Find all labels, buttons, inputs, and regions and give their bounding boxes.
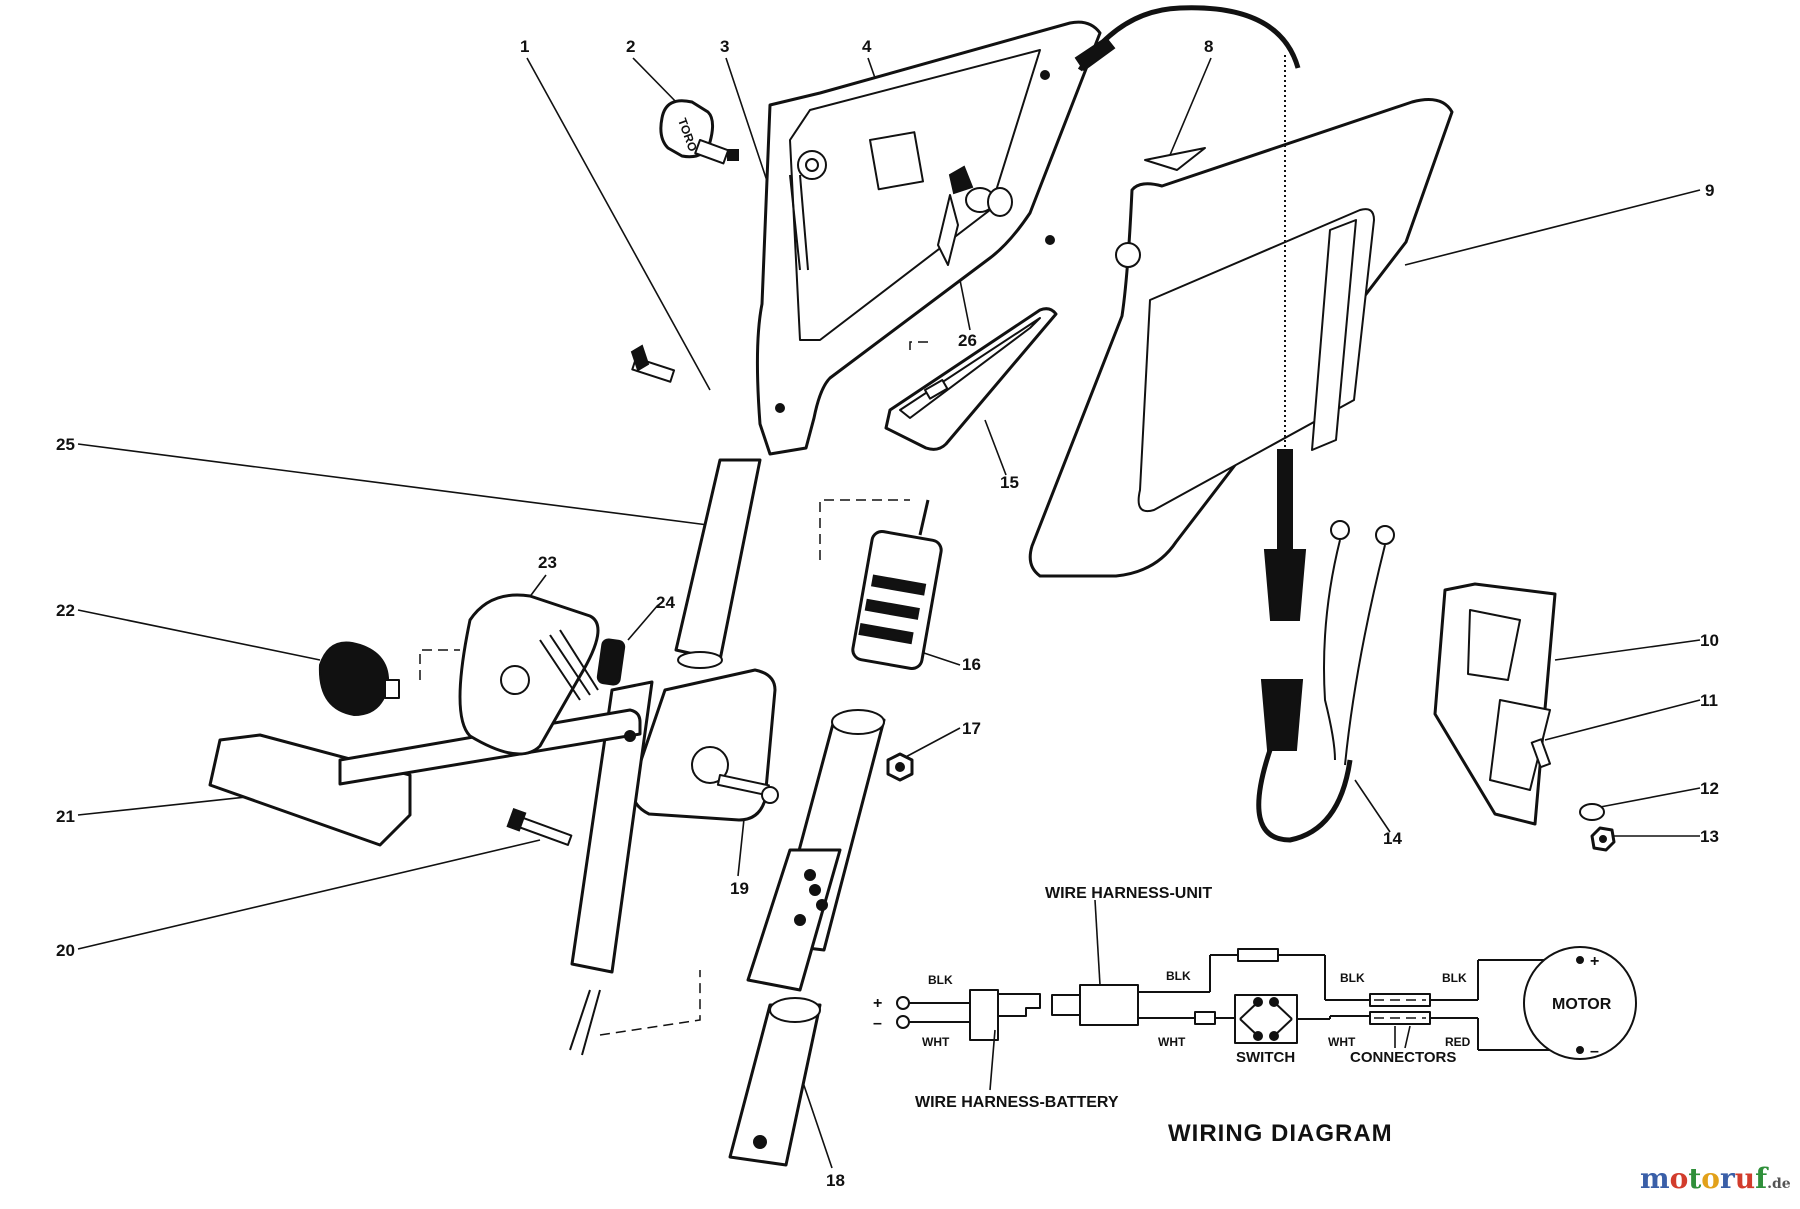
- clamp-block-part-19: [569, 668, 779, 1056]
- watermark-suffix: .de: [1767, 1176, 1791, 1192]
- watermark-letter-1: m: [1640, 1162, 1670, 1195]
- switch-blk-label: BLK: [1340, 971, 1365, 985]
- handle-cover-part-9: [1028, 98, 1454, 578]
- bolt-part-20: [506, 807, 573, 846]
- battery-cover-part-15: [884, 307, 1058, 451]
- callout-14: 14: [1383, 829, 1402, 848]
- callout-20: 20: [56, 941, 75, 960]
- unit-wht-label: WHT: [1158, 1035, 1186, 1049]
- callout-17: 17: [962, 719, 981, 738]
- watermark-letter-4: o: [1701, 1162, 1720, 1195]
- wiring-diagram: WIRE HARNESS-UNIT WIRE HARNESS-BATTERY W…: [873, 885, 1637, 1147]
- callout-22: 22: [56, 601, 75, 620]
- callout-18: 18: [826, 1171, 845, 1190]
- extension-tube-part-18: [728, 709, 886, 1167]
- callout-16: 16: [962, 655, 981, 674]
- battery-wht-label: WHT: [922, 1035, 950, 1049]
- leads-part-14: [1256, 55, 1395, 843]
- unit-blk-label: BLK: [1166, 969, 1191, 983]
- motor-label: MOTOR: [1552, 996, 1612, 1013]
- callout-15: 15: [1000, 473, 1019, 492]
- nut-part-17: [886, 752, 914, 782]
- callout-21: 21: [56, 807, 75, 826]
- watermark-letter-7: f: [1755, 1162, 1769, 1195]
- key-part-2: TORO: [659, 99, 739, 165]
- callout-24: 24: [656, 593, 675, 612]
- switch-wht-label: WHT: [1328, 1035, 1356, 1049]
- callout-4: 4: [862, 37, 872, 56]
- motor-red-label: RED: [1445, 1035, 1471, 1049]
- callout-12: 12: [1700, 779, 1719, 798]
- watermark-letter-6: u: [1735, 1162, 1755, 1195]
- callout-2: 2: [626, 37, 635, 56]
- motor-blk-label: BLK: [1442, 971, 1467, 985]
- callout-23: 23: [538, 553, 557, 572]
- battery-connector-part-16: [819, 499, 943, 671]
- power-cord: [1074, 5, 1301, 72]
- mounting-plate-part-23: [419, 593, 600, 756]
- bracket-part-10: [1433, 582, 1557, 826]
- motor-plus-sign: +: [1590, 953, 1599, 970]
- switch-label: SWITCH: [1236, 1049, 1295, 1066]
- callout-3: 3: [720, 37, 729, 56]
- callout-10: 10: [1700, 631, 1719, 650]
- callout-25: 25: [56, 435, 75, 454]
- spacer-part-24: [596, 638, 626, 686]
- screw-part-11: [1530, 738, 1552, 769]
- motor-minus-sign: –: [1590, 1043, 1599, 1060]
- callout-8: 8: [1204, 37, 1213, 56]
- callout-11: 11: [1700, 691, 1718, 710]
- watermark-logo: motoruf.de: [1640, 1162, 1791, 1195]
- callout-19: 19: [730, 879, 749, 898]
- callout-13: 13: [1700, 827, 1719, 846]
- battery-minus-sign: –: [873, 1015, 882, 1032]
- battery-plus-sign: +: [873, 995, 882, 1012]
- wiring-diagram-title: WIRING DIAGRAM: [1168, 1120, 1393, 1147]
- watermark-letter-5: r: [1720, 1162, 1736, 1195]
- harness-unit-label: WIRE HARNESS-UNIT: [1045, 885, 1212, 902]
- knob-part-22: [318, 641, 400, 717]
- handle-housing-part-4: [755, 20, 1102, 456]
- connectors-label: CONNECTORS: [1350, 1049, 1456, 1066]
- washer-part-12: [1579, 803, 1605, 821]
- callout-26: 26: [958, 331, 977, 350]
- screw-part-1: [630, 344, 676, 383]
- svg-text:motoruf.de: motoruf.de: [1640, 1162, 1791, 1195]
- callout-1: 1: [520, 37, 529, 56]
- watermark-letter-2: o: [1670, 1162, 1689, 1195]
- shaft-tube-part-25: [674, 458, 762, 669]
- callout-numbers: 1 2 3 4 5 6 7 8 9 10 11 12 13 14 15 16 1…: [56, 37, 1719, 1190]
- battery-blk-label: BLK: [928, 973, 953, 987]
- handle-bar-part-21: [208, 708, 642, 847]
- watermark-letter-3: t: [1688, 1162, 1701, 1195]
- callout-9: 9: [1705, 181, 1714, 200]
- harness-battery-label: WIRE HARNESS-BATTERY: [915, 1094, 1119, 1111]
- nut-part-13: [1590, 826, 1616, 852]
